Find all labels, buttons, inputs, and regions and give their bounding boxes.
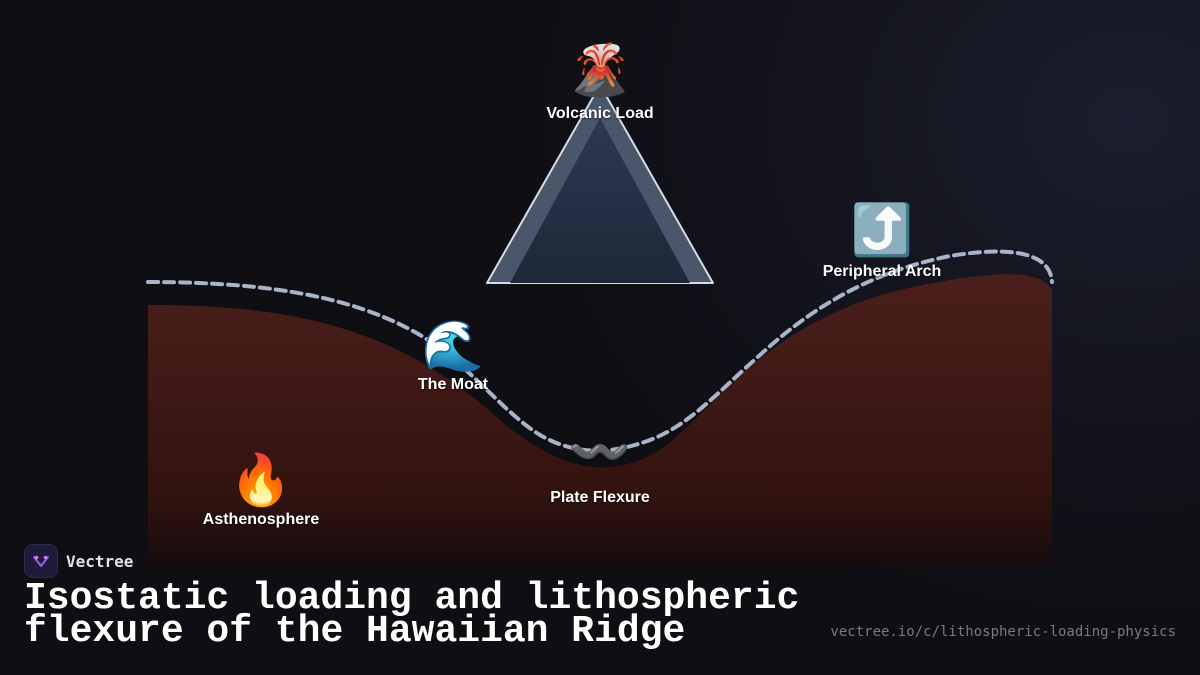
page-title: Isostatic loading and lithospheric flexu… xyxy=(24,577,800,653)
vectree-logo-icon xyxy=(24,544,58,578)
volcanic-load-label: Volcanic Load xyxy=(546,105,654,122)
volcano-icon: 🌋 xyxy=(568,41,632,99)
plate-flexure-curve xyxy=(146,249,1054,453)
asthenosphere-label: Asthenosphere xyxy=(202,511,320,528)
up-arrow-icon: ⤴️ xyxy=(850,201,914,259)
brand-name: Vectree xyxy=(66,551,134,571)
brand: Vectree xyxy=(24,544,133,578)
source-url: vectree.io/c/lithospheric-loading-physic… xyxy=(830,624,1176,640)
moat-label: The Moat xyxy=(417,376,489,393)
plate-flexure-label: Plate Flexure xyxy=(550,489,650,506)
wave-icon: 🌊 xyxy=(421,317,485,375)
wavy-dash-icon: 〰️ xyxy=(568,423,632,481)
asthenosphere-region xyxy=(148,274,1052,565)
fire-icon: 🔥 xyxy=(229,451,293,509)
volcanic-load-core xyxy=(510,118,690,283)
peripheral-arch-label: Peripheral Arch xyxy=(822,263,942,280)
